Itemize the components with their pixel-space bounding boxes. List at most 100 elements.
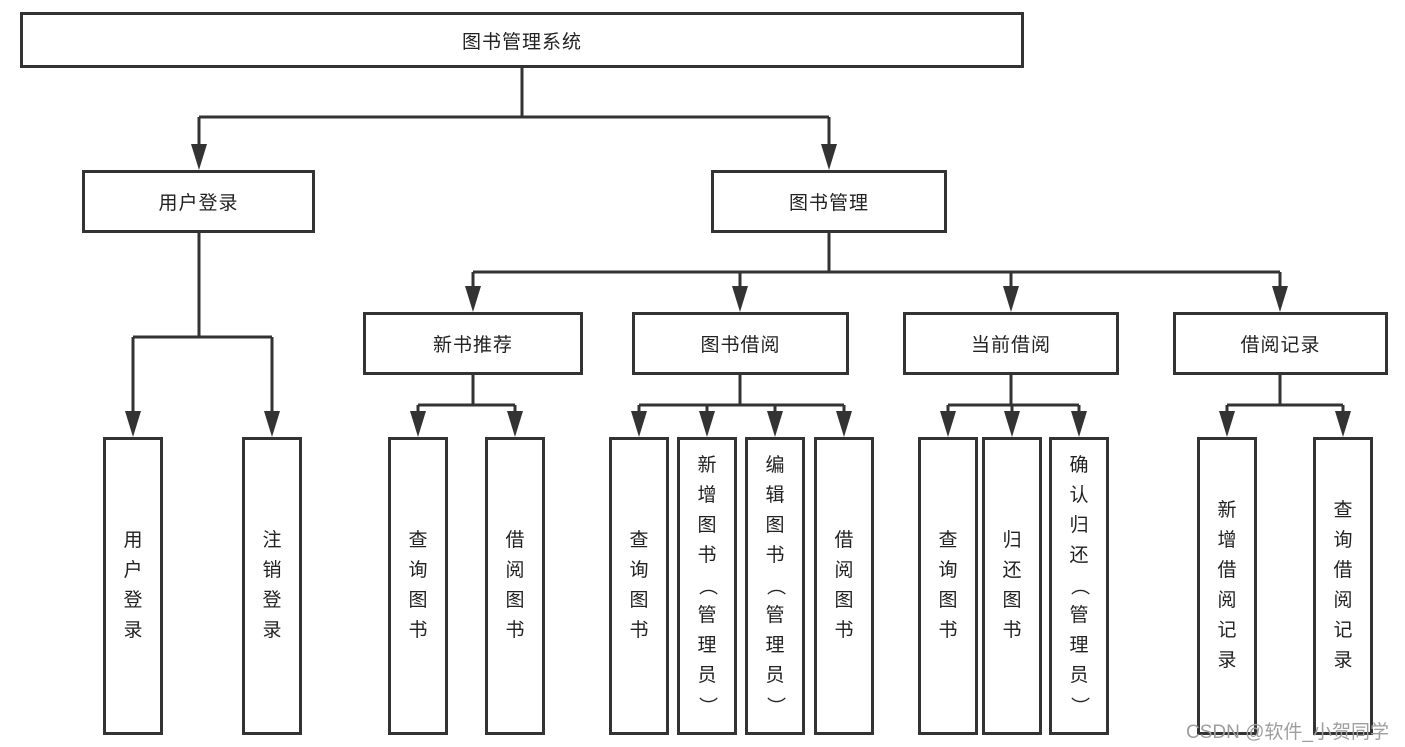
- vertical-char: 借: [1333, 560, 1353, 581]
- vertical-char: 询: [938, 560, 958, 581]
- node-new-book-recommendation-label: 新书推荐: [432, 335, 513, 356]
- vertical-char: 图: [697, 515, 717, 536]
- vertical-char: 阅: [1217, 590, 1237, 611]
- vertical-char: 员: [765, 665, 785, 686]
- vertical-char: 询: [1333, 530, 1353, 551]
- vertical-char: 阅: [505, 560, 525, 581]
- vertical-char: 还: [1002, 560, 1022, 581]
- vertical-char: 员: [1069, 665, 1089, 686]
- vertical-char: 注: [262, 530, 282, 551]
- vertical-char: 查: [1333, 500, 1353, 521]
- vertical-char: 图: [938, 590, 958, 611]
- vertical-char: 图: [1002, 590, 1022, 611]
- leaf-borrow-books-recommend: 借阅图书: [485, 437, 545, 735]
- vertical-char: 书: [408, 620, 428, 641]
- vertical-char: 户: [123, 560, 143, 581]
- leaf-return-book: 归还图书: [982, 437, 1042, 735]
- vertical-char: ）: [764, 696, 786, 716]
- vertical-char: 书: [629, 620, 649, 641]
- vertical-char: （: [764, 576, 786, 596]
- vertical-char: 理: [765, 635, 785, 656]
- vertical-char: 归: [1002, 530, 1022, 551]
- vertical-char: 书: [505, 620, 525, 641]
- vertical-char: 图: [834, 590, 854, 611]
- vertical-char: 查: [938, 530, 958, 551]
- vertical-char: 增: [1217, 530, 1237, 551]
- vertical-char: 用: [123, 530, 143, 551]
- vertical-char: ）: [696, 696, 718, 716]
- vertical-char: 登: [123, 590, 143, 611]
- vertical-char: 确: [1069, 455, 1089, 476]
- arrow-heads: [125, 144, 1351, 437]
- vertical-char: 图: [408, 590, 428, 611]
- vertical-char: 询: [629, 560, 649, 581]
- vertical-char: 管: [765, 605, 785, 626]
- vertical-char: 图: [765, 515, 785, 536]
- vertical-char: 还: [1069, 545, 1089, 566]
- vertical-char: 管: [1069, 605, 1089, 626]
- leaf-add-borrow-record: 新增借阅记录: [1197, 437, 1257, 735]
- leaf-user-login: 用户登录: [103, 437, 163, 735]
- leaf-edit-book-admin: 编辑图书 （ 管理员 ）: [745, 437, 805, 735]
- vertical-char: （: [1068, 576, 1090, 596]
- vertical-char: 阅: [834, 560, 854, 581]
- vertical-char: 阅: [1333, 590, 1353, 611]
- node-borrowing-records: 借阅记录: [1173, 312, 1388, 375]
- arrow-stems: [131, 117, 1345, 413]
- vertical-char: 书: [938, 620, 958, 641]
- vertical-char: 借: [505, 530, 525, 551]
- leaf-query-books-borrowing: 查询图书: [609, 437, 669, 735]
- leaf-confirm-return-admin: 确认归还 （ 管理员 ）: [1049, 437, 1109, 735]
- vertical-char: 辑: [765, 485, 785, 506]
- vertical-char: 书: [697, 545, 717, 566]
- leaf-query-books-recommend: 查询图书: [388, 437, 448, 735]
- node-user-login: 用户登录: [82, 170, 315, 233]
- root-node-library-management-system: 图书管理系统: [20, 12, 1024, 68]
- vertical-char: 理: [1069, 635, 1089, 656]
- leaf-query-borrow-record: 查询借阅记录: [1313, 437, 1373, 735]
- leaf-borrow-books-borrowing: 借阅图书: [814, 437, 874, 735]
- node-new-book-recommendation: 新书推荐: [363, 312, 583, 375]
- vertical-char: 记: [1217, 620, 1237, 641]
- vertical-char: 录: [262, 620, 282, 641]
- leaf-logout: 注销登录: [242, 437, 302, 735]
- vertical-char: 新: [697, 455, 717, 476]
- vertical-char: 书: [1002, 620, 1022, 641]
- node-book-management-label: 图书管理: [788, 193, 869, 214]
- vertical-char: 查: [408, 530, 428, 551]
- node-book-management: 图书管理: [711, 170, 947, 233]
- vertical-char: 员: [697, 665, 717, 686]
- node-book-borrowing: 图书借阅: [632, 312, 849, 375]
- vertical-char: 认: [1069, 485, 1089, 506]
- csdn-watermark: CSDN @软件_小贺同学: [1186, 722, 1389, 743]
- vertical-char: 理: [697, 635, 717, 656]
- leaf-query-books-current: 查询图书: [918, 437, 978, 735]
- vertical-char: 图: [505, 590, 525, 611]
- vertical-char: 录: [123, 620, 143, 641]
- vertical-char: 录: [1333, 650, 1353, 671]
- vertical-char: 记: [1333, 620, 1353, 641]
- node-current-borrowing: 当前借阅: [903, 312, 1119, 375]
- vertical-char: 归: [1069, 515, 1089, 536]
- root-node-label: 图书管理系统: [461, 31, 582, 53]
- vertical-char: 借: [1217, 560, 1237, 581]
- vertical-char: 管: [697, 605, 717, 626]
- vertical-char: （: [696, 576, 718, 596]
- connector-lines: [133, 68, 1343, 407]
- vertical-char: ）: [1068, 696, 1090, 716]
- vertical-char: 书: [765, 545, 785, 566]
- vertical-char: 登: [262, 590, 282, 611]
- vertical-char: 查: [629, 530, 649, 551]
- vertical-char: 询: [408, 560, 428, 581]
- node-current-borrowing-label: 当前借阅: [970, 335, 1051, 356]
- vertical-char: 书: [834, 620, 854, 641]
- node-borrowing-records-label: 借阅记录: [1240, 335, 1321, 356]
- vertical-char: 录: [1217, 650, 1237, 671]
- vertical-char: 销: [262, 560, 282, 581]
- vertical-char: 编: [765, 455, 785, 476]
- vertical-char: 新: [1217, 500, 1237, 521]
- vertical-char: 增: [697, 485, 717, 506]
- node-user-login-label: 用户登录: [158, 193, 239, 214]
- node-book-borrowing-label: 图书借阅: [700, 335, 781, 356]
- leaf-add-book-admin: 新增图书 （ 管理员 ）: [677, 437, 737, 735]
